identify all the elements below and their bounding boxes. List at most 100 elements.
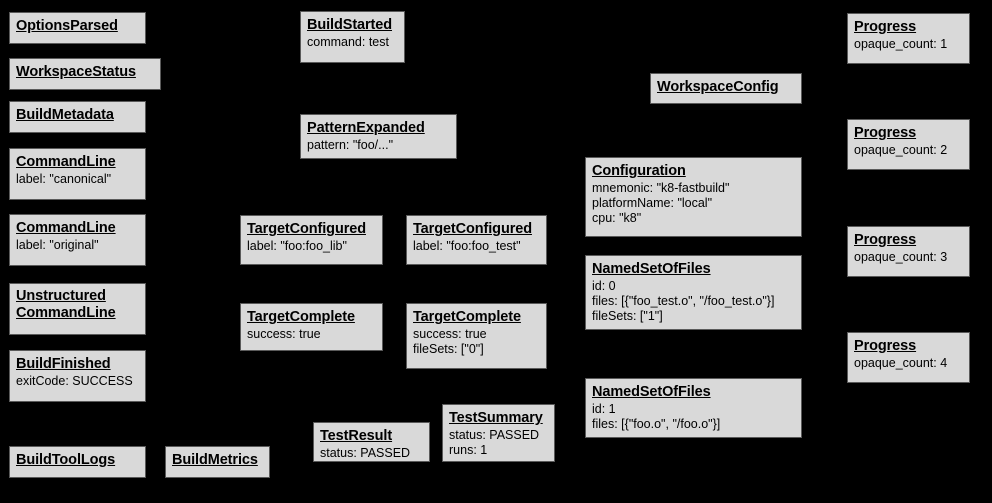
event-node-field: id: 0 xyxy=(592,279,616,293)
event-node-title-row: TargetComplete xyxy=(413,308,540,326)
event-node-pattern-expanded[interactable]: PatternExpanded pattern: "foo/..." xyxy=(300,114,457,159)
event-node-build-started[interactable]: BuildStarted command: test xyxy=(300,11,405,63)
event-node-field: opaque_count: 3 xyxy=(854,250,948,264)
event-node-title: BuildMetrics xyxy=(172,452,258,468)
event-node-field: mnemonic: "k8-fastbuild" xyxy=(592,181,730,195)
event-node-progress-3[interactable]: Progress opaque_count: 3 xyxy=(847,226,970,277)
event-node-title-row: TargetComplete xyxy=(247,308,376,326)
event-node-title-row: WorkspaceConfig xyxy=(657,78,795,96)
event-node-field: id: 1 xyxy=(592,402,616,416)
event-node-field: label: "foo:foo_lib" xyxy=(247,239,347,253)
event-node-title-row: OptionsParsed xyxy=(16,17,139,35)
event-node-test-result[interactable]: TestResult status: PASSED xyxy=(313,422,430,462)
event-node-title: NamedSetOfFiles xyxy=(592,384,711,400)
event-node-title: NamedSetOfFiles xyxy=(592,261,711,277)
event-node-title-row: CommandLine xyxy=(16,219,139,237)
event-node-title: TargetComplete xyxy=(247,309,355,325)
event-node-workspace-status[interactable]: WorkspaceStatus xyxy=(9,58,161,90)
event-node-title-row: TestResult xyxy=(320,427,423,445)
event-node-fields: opaque_count: 3 xyxy=(854,250,963,265)
event-node-command-line-canonical[interactable]: CommandLine label: "canonical" xyxy=(9,148,146,200)
event-node-options-parsed[interactable]: OptionsParsed xyxy=(9,12,146,44)
event-node-title: CommandLine xyxy=(16,154,116,170)
event-node-title-row: BuildToolLogs xyxy=(16,451,139,469)
event-node-fields: label: "original" xyxy=(16,238,139,253)
event-node-fields: opaque_count: 1 xyxy=(854,37,963,52)
event-node-unstructured-command-line[interactable]: Unstructured CommandLine xyxy=(9,283,146,335)
event-node-title: Configuration xyxy=(592,163,686,179)
event-node-configuration[interactable]: Configuration mnemonic: "k8-fastbuild"pla… xyxy=(585,157,802,237)
event-node-title: BuildFinished xyxy=(16,356,111,372)
event-node-field: status: PASSED xyxy=(449,428,540,442)
event-node-build-metadata[interactable]: BuildMetadata xyxy=(9,101,146,133)
event-node-fields: label: "foo:foo_test" xyxy=(413,239,540,254)
event-node-target-complete-lib[interactable]: TargetComplete success: true xyxy=(240,303,383,351)
event-node-title-row: Unstructured CommandLine xyxy=(16,288,139,322)
event-node-title: TestResult xyxy=(320,428,393,444)
event-node-field: opaque_count: 1 xyxy=(854,37,948,51)
event-node-fields: success: true xyxy=(247,327,376,342)
event-node-field: label: "canonical" xyxy=(16,172,112,186)
event-node-fields: status: PASSED xyxy=(320,446,423,461)
event-node-build-metrics[interactable]: BuildMetrics xyxy=(165,446,270,478)
event-node-title: TargetComplete xyxy=(413,309,521,325)
event-node-title-row: NamedSetOfFiles xyxy=(592,260,795,278)
event-node-field: fileSets: ["1"] xyxy=(592,309,663,323)
event-node-fields: command: test xyxy=(307,35,398,50)
event-node-field: fileSets: ["0"] xyxy=(413,342,484,356)
event-node-title-row: TestSummary xyxy=(449,409,548,427)
event-node-title-row: PatternExpanded xyxy=(307,119,450,137)
event-node-fields: mnemonic: "k8-fastbuild"platformName: "l… xyxy=(592,181,795,226)
event-node-title-row: CommandLine xyxy=(16,153,139,171)
event-node-field: label: "original" xyxy=(16,238,99,252)
event-node-field: status: PASSED xyxy=(320,446,411,460)
event-node-title: Progress xyxy=(854,19,917,35)
event-node-title-row: BuildMetrics xyxy=(172,451,263,469)
event-node-title: BuildToolLogs xyxy=(16,452,116,468)
event-node-title-row: Progress xyxy=(854,231,963,249)
event-node-title: Progress xyxy=(854,125,917,141)
event-node-fields: opaque_count: 4 xyxy=(854,356,963,371)
event-node-field: cpu: "k8" xyxy=(592,211,642,225)
event-node-title: BuildStarted xyxy=(307,17,393,33)
event-node-field: success: true xyxy=(247,327,321,341)
event-node-title-row: Progress xyxy=(854,18,963,36)
event-node-title: Progress xyxy=(854,232,917,248)
event-node-title: WorkspaceConfig xyxy=(657,79,779,95)
event-node-field: opaque_count: 4 xyxy=(854,356,948,370)
event-node-title-row: TargetConfigured xyxy=(247,220,376,238)
event-node-field: opaque_count: 2 xyxy=(854,143,948,157)
event-node-title-row: BuildFinished xyxy=(16,355,139,373)
event-node-title: TestSummary xyxy=(449,410,543,426)
event-node-title-row: NamedSetOfFiles xyxy=(592,383,795,401)
event-node-field: files: [{"foo.o", "/foo.o"}] xyxy=(592,417,721,431)
event-node-field: runs: 1 xyxy=(449,443,488,457)
event-node-title: PatternExpanded xyxy=(307,120,425,136)
event-node-progress-1[interactable]: Progress opaque_count: 1 xyxy=(847,13,970,64)
event-node-progress-2[interactable]: Progress opaque_count: 2 xyxy=(847,119,970,170)
event-node-title: BuildMetadata xyxy=(16,107,114,123)
event-node-field: success: true xyxy=(413,327,487,341)
event-node-workspace-config[interactable]: WorkspaceConfig xyxy=(650,73,802,104)
event-node-title: OptionsParsed xyxy=(16,18,118,34)
event-node-title: WorkspaceStatus xyxy=(16,64,136,80)
event-node-build-tool-logs[interactable]: BuildToolLogs xyxy=(9,446,146,478)
event-node-title-row: Progress xyxy=(854,124,963,142)
event-node-title-row: Configuration xyxy=(592,162,795,180)
event-node-fields: label: "foo:foo_lib" xyxy=(247,239,376,254)
event-node-field: pattern: "foo/..." xyxy=(307,138,394,152)
event-node-title: Unstructured CommandLine xyxy=(16,288,116,321)
